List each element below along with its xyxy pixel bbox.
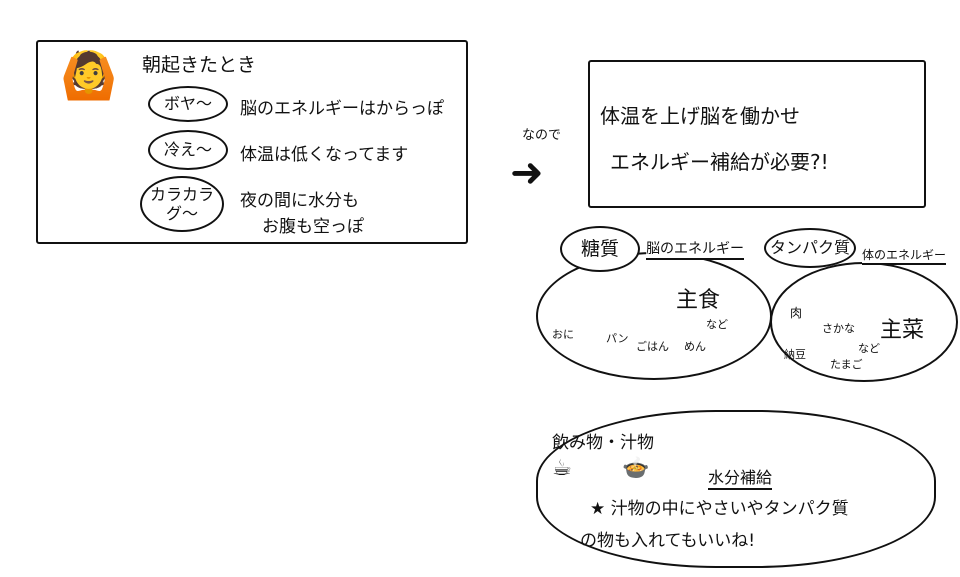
protein-sub: 体のエネルギー	[862, 246, 947, 265]
food-egg: たまご	[830, 358, 863, 371]
drinks-label: 飲み物・汁物	[552, 433, 654, 453]
conclusion-line-1: 体温を上げ脳を働かせ	[600, 104, 800, 128]
food-onigiri: おに	[552, 328, 574, 341]
carbs-label: 糖質	[560, 226, 640, 272]
food-meat: 肉	[790, 306, 803, 320]
morning-panel	[36, 40, 468, 244]
food-noodles: めん	[684, 340, 706, 353]
conclusion-panel	[588, 60, 926, 208]
cloud-cold: 冷え〜	[148, 130, 228, 170]
food-bread: パン	[606, 332, 629, 345]
child-illustration: 🙆	[60, 48, 118, 102]
drinks-note-2: の物も入れてもいいね!	[580, 531, 756, 551]
carbs-category: 主食	[676, 288, 721, 313]
protein-category: 主菜	[880, 318, 925, 343]
carbs-sub: 脳のエネルギー	[646, 238, 744, 260]
morning-title: 朝起きたとき	[142, 54, 257, 76]
drinks-note-1: ★ 汁物の中にやさいやタンパク質	[590, 499, 849, 519]
conclusion-line-2: エネルギー補給が必要?!	[610, 150, 829, 174]
food-natto: 納豆	[784, 348, 806, 361]
food-rice: ごはん	[636, 340, 669, 353]
protein-label: タンパク質	[764, 228, 856, 268]
empty-stomach-text-1: 夜の間に水分も	[240, 191, 359, 211]
cloud-drowsy: ボヤ〜	[148, 86, 228, 122]
pot-icon: 🍲	[622, 456, 650, 481]
food-etc: など	[706, 318, 728, 331]
food-fish: さかな	[822, 322, 855, 335]
protein-group	[770, 262, 958, 382]
carbs-group	[536, 252, 772, 380]
low-temp-text: 体温は低くなってます	[240, 145, 409, 165]
drinks-sub: 水分補給	[708, 464, 773, 490]
arrow-icon: ➜	[510, 150, 544, 196]
cup-icon: ☕	[552, 456, 572, 481]
cloud-thirsty: カラカラ グ〜	[140, 176, 224, 232]
drinks-group	[536, 410, 936, 568]
empty-stomach-text-2: お腹も空っぽ	[262, 217, 364, 237]
connector-text: なので	[522, 128, 562, 143]
brain-empty-text: 脳のエネルギーはからっぽ	[240, 99, 444, 119]
food-etc-2: など	[858, 342, 880, 355]
